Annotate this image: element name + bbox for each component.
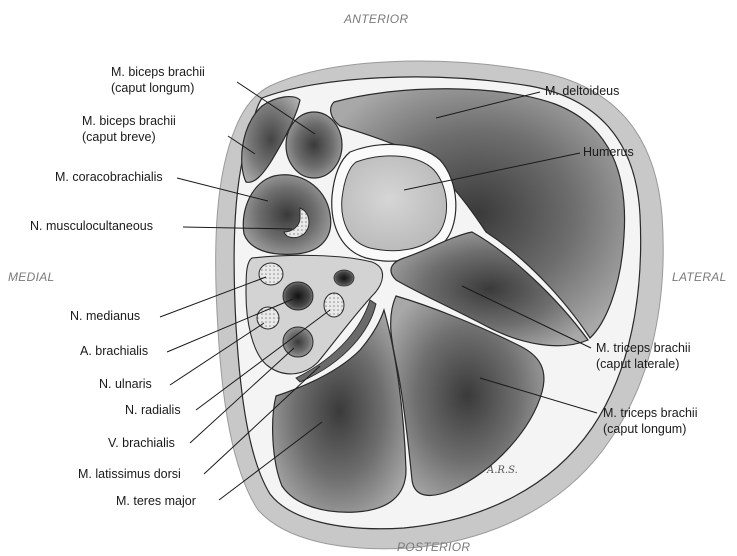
orientation-posterior: POSTERIOR [397,540,470,554]
biceps-longum-muscle [286,112,342,178]
label-a-brachialis: A. brachialis [80,344,148,359]
brachial-artery [283,282,313,310]
small-vessel [334,270,354,286]
radialis-nerve [324,293,344,317]
orientation-medial: MEDIAL [8,270,54,284]
label-deltoideus: M. deltoideus [545,84,619,99]
label-ulnaris: N. ulnaris [99,377,152,392]
label-triceps-laterale-line1: M. triceps brachii [596,341,690,356]
label-v-brachialis: V. brachialis [108,436,175,451]
label-biceps-longum-line1: M. biceps brachii [111,65,205,80]
label-radialis: N. radialis [125,403,181,418]
label-coracobrachialis: M. coracobrachialis [55,170,163,185]
label-musculocutaneous: N. musculocultaneous [30,219,153,234]
label-biceps-breve-line1: M. biceps brachii [82,114,176,129]
orientation-anterior: ANTERIOR [344,12,408,26]
medianus-nerve [259,263,283,285]
label-teres-major: M. teres major [116,494,196,509]
label-medianus: N. medianus [70,309,140,324]
orientation-lateral: LATERAL [672,270,727,284]
label-triceps-longum-line1: M. triceps brachii [603,406,697,421]
label-triceps-laterale-line2: (caput laterale) [596,357,679,372]
label-biceps-breve-line2: (caput breve) [82,130,156,145]
label-latissimus: M. latissimus dorsi [78,467,181,482]
humerus-bone [342,156,447,251]
label-humerus: Humerus [583,145,634,160]
label-biceps-longum-line2: (caput longum) [111,81,194,96]
artist-signature: A.R.S. [487,465,518,476]
label-triceps-longum-line2: (caput longum) [603,422,686,437]
